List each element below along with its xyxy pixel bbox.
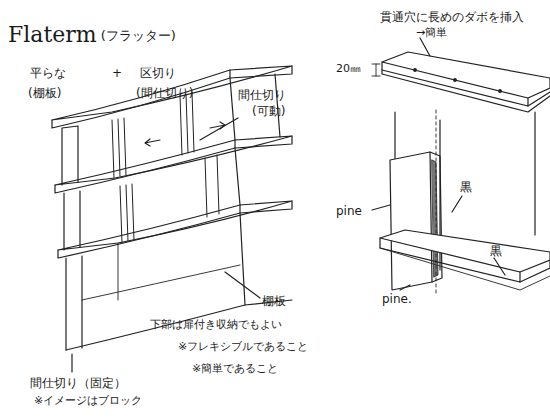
note: →簡単 — [416, 26, 447, 39]
note: (間仕切り) — [136, 86, 193, 100]
note: 貫通穴に長めのダボを挿入 — [380, 10, 524, 24]
title: Flaterm — [8, 22, 97, 48]
color-label: 黒 — [490, 244, 502, 258]
note: 平らな — [30, 66, 66, 80]
callout-label: 棚板 — [262, 294, 286, 308]
dimension: 20㎜ — [336, 62, 361, 75]
note: 下部は扉付き収納でもよい — [150, 318, 282, 331]
material-label: pine. — [382, 292, 412, 306]
subtitle: (フラッター) — [101, 28, 176, 44]
callout-label: (可動) — [252, 104, 285, 118]
material-label: pine — [336, 204, 362, 218]
note: (棚板) — [28, 86, 61, 100]
note: ※イメージはブロック — [34, 394, 142, 407]
note: + — [112, 66, 122, 80]
note: ※簡単であること — [192, 362, 278, 375]
callout-label: 間仕切り（固定） — [30, 376, 126, 390]
note: ※フレキシブルであること — [178, 340, 308, 353]
callout-label: 間仕切り — [238, 88, 286, 102]
note: 区切り — [140, 66, 176, 80]
color-label: 黒 — [460, 180, 472, 194]
